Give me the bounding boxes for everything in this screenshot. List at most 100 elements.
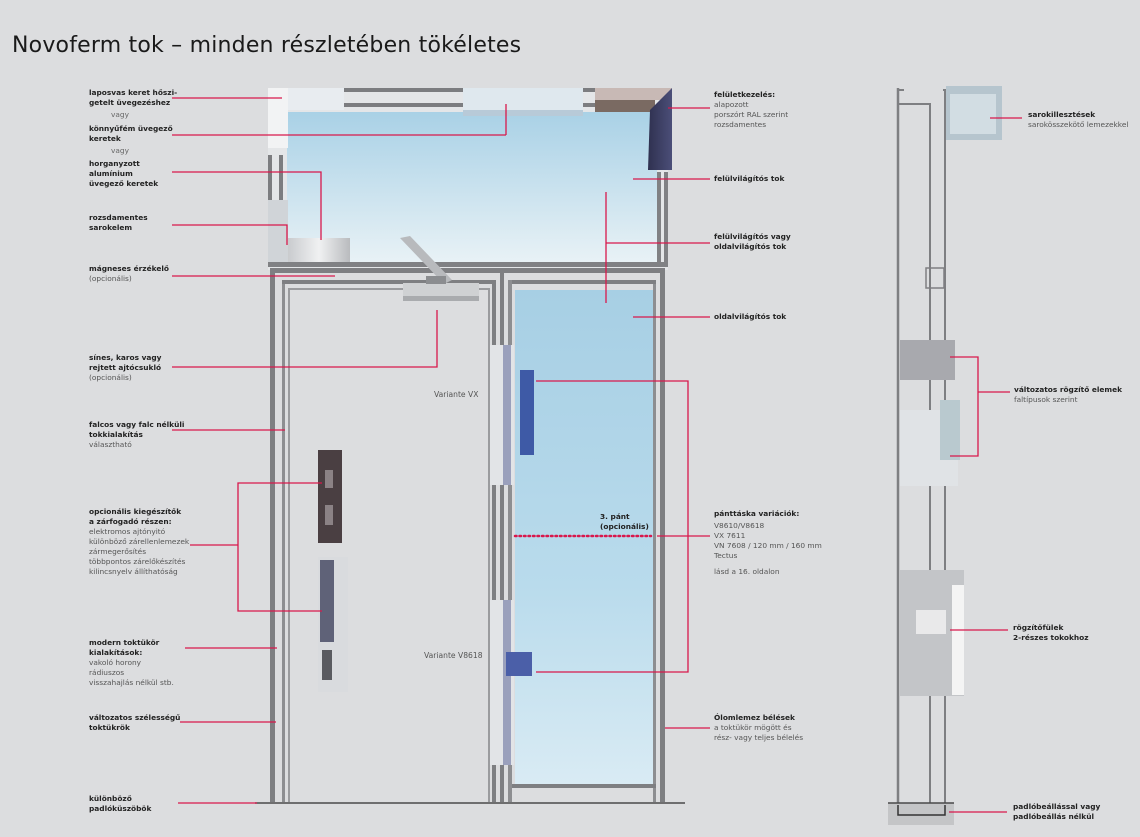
label-third-hinge: 3. pánt (opcionális) [600,512,649,532]
label-text: 2-részes tokokhoz [1013,633,1089,642]
label-text: rozsdamentes [714,120,767,129]
label-text: könnyűfém üvegező [89,124,173,133]
label-text: laposvas keret hőszi- [89,88,178,97]
label-text: felületkezelés: [714,90,776,99]
label-text: sarokelem [89,223,133,232]
label-text: (opcionális) [89,373,132,382]
label-text: V8610/V8618 [714,521,765,530]
label-padlobeallas: padlóbeállással vagy padlóbeállás nélkül [1013,802,1100,822]
label-text: modern toktükör [89,638,160,647]
label-text: (opcionális) [89,274,132,283]
label-felulvilagitos: felülvilágítós tok [714,174,784,184]
label-text: vakoló horony [89,658,142,667]
label-text: VN 7608 / 120 mm / 160 mm [714,541,822,550]
label-text: választható [89,440,132,449]
label-text: horganyzott [89,159,140,168]
hinge-v8618 [506,652,532,676]
label-text: a toktükör mögött és [714,723,792,732]
label-text: oldalvilágítós tok [714,312,787,321]
label-text: üvegező keretek [89,179,159,188]
label-text: Tectus [714,551,738,560]
label-text: falcos vagy falc nélküli [89,420,185,429]
leader-lines [172,97,1022,813]
label-konnyufem: könnyűfém üvegező keretek [89,124,173,144]
label-panttaska: pánttáska variációk: V8610/V8618 VX 7611… [714,509,822,577]
label-text: alumínium [89,169,133,178]
label-text: oldalvilágítós tok [714,242,787,251]
label-text: változatos rögzítő elemek [1014,385,1123,394]
label-text: padlóbeállás nélkül [1013,812,1095,821]
label-laposvas: laposvas keret hőszi- getelt üvegezéshez [89,88,177,108]
transom-frame [268,88,672,270]
label-text: opcionális kiegészítők [89,507,182,516]
label-text: sarokösszekötő lemezekkel [1028,120,1129,129]
label-text: zármegerősítés [89,547,147,556]
label-horganyzott: horganyzott alumínium üvegező keretek [89,159,158,189]
label-text: getelt üvegezéshez [89,98,171,107]
section-profile [888,86,1002,825]
label-text: lásd a 16. oldalon [714,567,780,576]
label-text: rozsdamentes [89,213,148,222]
label-text: kilincsnyelv állíthatóság [89,567,178,576]
label-text: sínes, karos vagy [89,353,162,362]
outer-frame [270,268,665,802]
door-closer [400,236,479,301]
label-text: elektromos ajtónyitó [89,527,166,536]
label-text: rejtett ajtócsukló [89,363,162,372]
label-text: visszahajlás nélkül stb. [89,678,174,687]
label-text: toktükrök [89,723,130,732]
label-valtozatos: változatos szélességű toktükrök [89,713,180,733]
label-text: rész- vagy teljes bélelés [714,733,804,742]
label-vagy-1: vagy [89,110,129,120]
label-text: változatos szélességű [89,713,181,722]
label-text: padlóbeállással vagy [1013,802,1101,811]
label-felul-vagy-oldal: felülvilágítós vagy oldalvilágítós tok [714,232,791,252]
label-text: tokkialakítás [89,430,143,439]
label-text: sarokillesztések [1028,110,1096,119]
label-feluletkezeles: felületkezelés: alapozott porszórt RAL s… [714,90,788,130]
label-kulonbozo: különböző padlóküszöbök [89,794,151,814]
label-oldalvilagitos: oldalvilágítós tok [714,312,786,322]
label-text: rádiuszos [89,668,125,677]
label-text: vagy [111,146,129,155]
label-magneses: mágneses érzékelő (opcionális) [89,264,169,284]
label-modern: modern toktükör kialakítások: vakoló hor… [89,638,174,688]
label-sines: sínes, karos vagy rejtett ajtócsukló (op… [89,353,162,383]
label-sarokillesztesek: sarokillesztések sarokösszekötő lemezekk… [1028,110,1128,130]
label-text: VX 7611 [714,531,746,540]
label-opcionalis: opcionális kiegészítők a zárfogadó része… [89,507,189,577]
label-text: pánttáska variációk: [714,509,800,518]
label-falcos: falcos vagy falc nélküli tokkialakítás v… [89,420,184,450]
label-text: felülvilágítós vagy [714,232,791,241]
label-olomlemez: Ólomlemez bélések a toktükör mögött és r… [714,713,803,743]
label-text: alapozott [714,100,749,109]
label-text: porszórt RAL szerint [714,110,789,119]
stainless-corner-element [288,238,350,264]
label-rogzitofulek: rögzítőfülek 2-részes tokokhoz [1013,623,1089,643]
label-text: mágneses érzékelő [89,264,169,273]
strike-plate [318,450,342,543]
fixing-element-photo-1 [900,340,955,380]
label-rogzito: változatos rögzítő elemek faltípusok sze… [1014,385,1122,405]
label-text: rögzítőfülek [1013,623,1064,632]
label-text: különböző zárellenlemezek [89,537,190,546]
label-text: felülvilágítós tok [714,174,785,183]
label-variante-v8618: Variante V8618 [424,651,483,660]
floor-section [888,803,954,825]
label-vagy-2: vagy [89,146,129,156]
label-text: többpontos zárelőkészítés [89,557,186,566]
hinge-vx [520,370,534,455]
label-text: padlóküszöbök [89,804,152,813]
page-title: Novoferm tok – minden részletében tökéle… [12,33,522,58]
label-text: 3. pánt [600,512,630,521]
label-text: faltípusok szerint [1014,395,1078,404]
label-text: vagy [111,110,129,119]
label-text: (opcionális) [600,522,649,531]
label-text: Ólomlemez bélések [714,713,795,722]
label-text: a zárfogadó részen: [89,517,172,526]
label-rozsdamentes: rozsdamentes sarokelem [89,213,148,233]
label-text: kialakítások: [89,648,143,657]
powder-coated-corner [648,88,672,170]
label-text: keretek [89,134,121,143]
